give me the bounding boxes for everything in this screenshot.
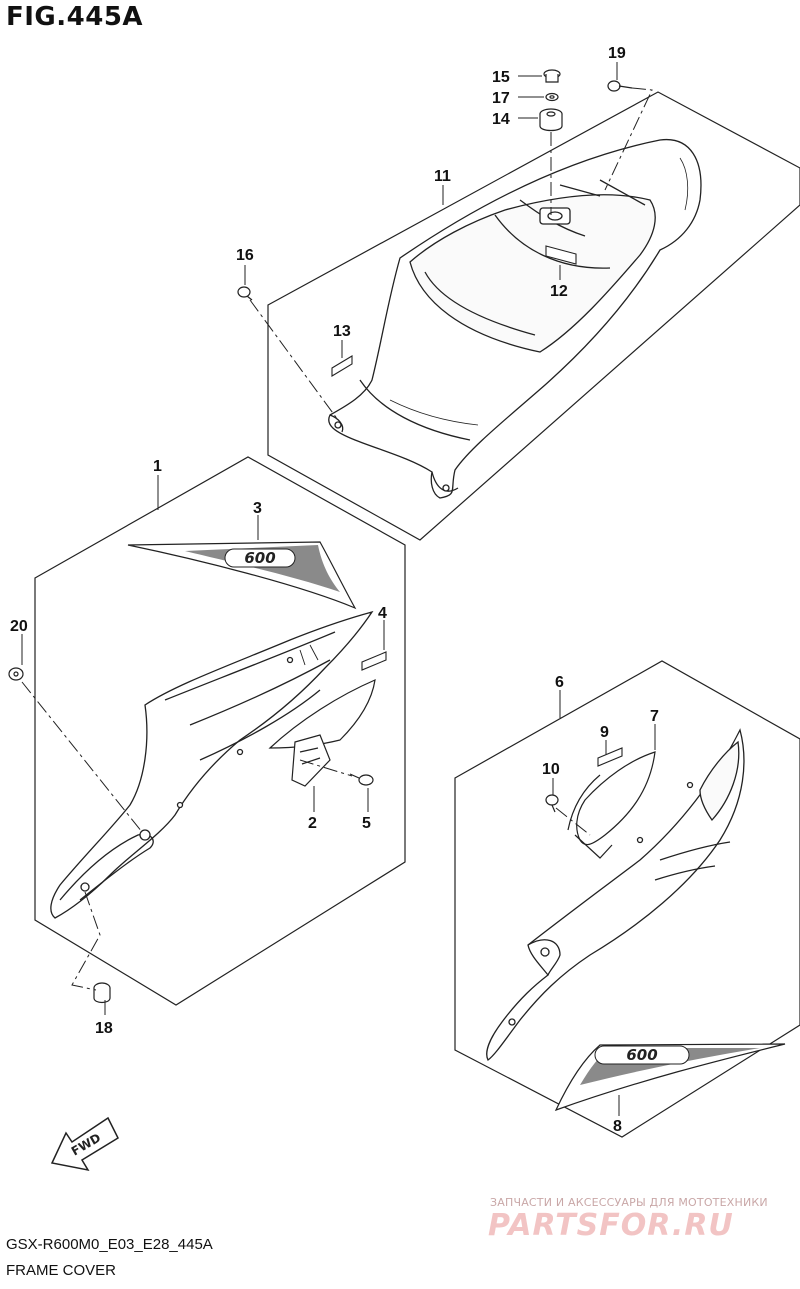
callout-18: 18 <box>95 1020 113 1037</box>
fwd-arrow-icon: FWD <box>50 1116 119 1172</box>
figure-title: FIG.445A <box>6 2 144 32</box>
washer-17 <box>545 92 559 102</box>
bracket-7 <box>567 751 656 859</box>
decal-left-logo-text: 600 <box>244 549 275 567</box>
callout-16: 16 <box>236 247 254 264</box>
screw-15 <box>543 69 561 83</box>
callout-5: 5 <box>362 815 371 832</box>
label-plate-4 <box>361 651 387 671</box>
screw-10 <box>545 794 559 813</box>
label-plate-12 <box>545 245 577 265</box>
callout-13: 13 <box>333 323 351 340</box>
watermark-logo: PARTSFOR.RU <box>488 1208 734 1243</box>
callout-10: 10 <box>542 761 560 778</box>
callout-11: 11 <box>434 168 451 185</box>
callout-20: 20 <box>10 618 28 635</box>
dash-dot-alignment-lines <box>21 87 653 991</box>
seat-tail-cowl-11 <box>328 138 702 499</box>
callout-14: 14 <box>492 111 510 128</box>
callout-12: 12 <box>550 283 568 300</box>
decal-right-logo-text: 600 <box>626 1046 657 1064</box>
label-plate-13 <box>331 355 353 377</box>
label-plate-9 <box>597 747 623 767</box>
callout-3: 3 <box>253 500 262 517</box>
screw-5 <box>349 773 374 786</box>
group-frame-left-cover <box>34 456 406 1006</box>
callout-7: 7 <box>650 708 659 725</box>
group-frame-seat-cowl <box>267 91 800 541</box>
screw-16 <box>237 286 253 301</box>
frame-cover-right-6 <box>486 728 745 1061</box>
figure-code: GSX-R600M0_E03_E28_445A <box>6 1236 213 1253</box>
callout-9: 9 <box>600 724 609 741</box>
grommet-18 <box>93 982 111 1004</box>
callout-19: 19 <box>608 45 626 62</box>
figure-name: FRAME COVER <box>6 1262 117 1279</box>
decal-right-8: 600 <box>554 1043 786 1112</box>
group-frame-right-cover <box>454 660 800 1138</box>
bracket-2 <box>268 679 376 787</box>
leader-lines <box>21 62 656 1116</box>
watermark-subtitle: ЗАПЧАСТИ И АКСЕССУАРЫ ДЛЯ МОТОТЕХНИКИ <box>490 1196 768 1209</box>
callout-4: 4 <box>378 605 387 622</box>
frame-cover-left-1 <box>50 610 374 919</box>
callout-2: 2 <box>308 815 317 832</box>
callout-6: 6 <box>555 674 564 691</box>
callout-17: 17 <box>492 90 510 107</box>
callout-15: 15 <box>492 69 510 86</box>
callout-1: 1 <box>153 458 162 475</box>
screw-20 <box>8 667 24 681</box>
screw-19 <box>607 80 633 92</box>
cushion-14 <box>539 108 563 132</box>
decal-left-3: 600 <box>127 541 357 610</box>
callout-8: 8 <box>613 1118 622 1135</box>
